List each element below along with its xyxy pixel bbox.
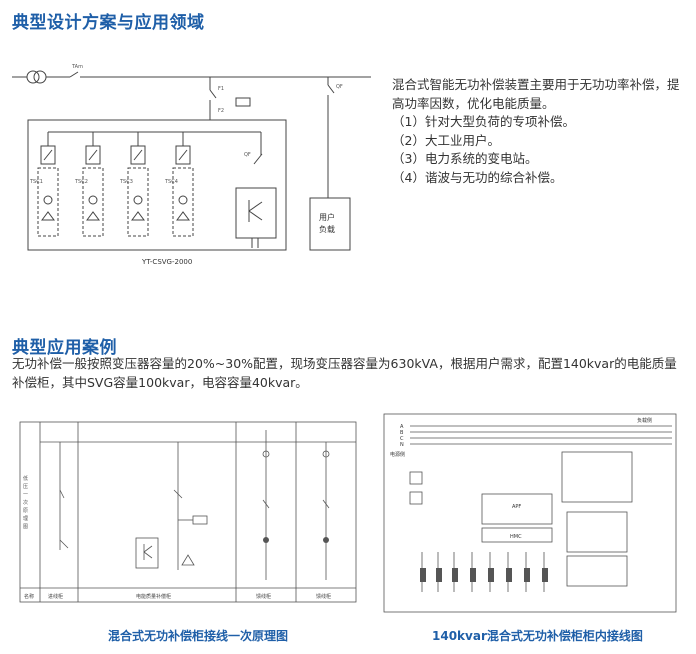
- phase-label-a: A: [400, 424, 404, 430]
- svg-text:F1: F1: [218, 86, 224, 92]
- application-item-4: （4）谐波与无功的综合补偿。: [392, 169, 563, 185]
- hmc-label: HMC: [510, 534, 522, 540]
- application-item-2: （2）大工业用户。: [392, 132, 500, 148]
- tsc-label-4: TSC4: [164, 179, 178, 185]
- svg-text:F2: F2: [218, 108, 224, 114]
- model-label: YT-CSVG-2000: [141, 258, 192, 266]
- caption-primary-schematic: 混合式无功补偿柜接线一次原理图: [108, 629, 289, 643]
- footer-cell-feeder-2: 馈线柜: [316, 593, 331, 600]
- phase-label-b: B: [400, 430, 404, 436]
- side-char-3: 一: [23, 492, 28, 498]
- side-char-6: 理: [23, 516, 28, 522]
- side-char-2: 压: [23, 484, 28, 490]
- load-label-line1: 用户: [319, 212, 335, 222]
- section-title-design: 典型设计方案与应用领域: [12, 13, 205, 33]
- side-char-4: 次: [23, 499, 28, 506]
- svg-text:TAm: TAm: [71, 64, 83, 70]
- intro-text: 混合式智能无功补偿装置主要用于无功功率补偿，提高功率因数，优化电能质量。: [392, 77, 680, 111]
- svg-text:QF: QF: [336, 84, 343, 90]
- footer-cell-feeder-1: 馈线柜: [256, 593, 271, 600]
- side-char-5: 原: [23, 508, 28, 514]
- tsc-label-3: TSC3: [119, 179, 133, 185]
- tsc-label-2: TSC2: [74, 179, 88, 185]
- svg-text:QF: QF: [244, 152, 251, 158]
- case-description: 无功补偿一般按照变压器容量的20%~30%配置，现场变压器容量为630kVA，根…: [12, 354, 682, 392]
- side-char-1: 低: [23, 475, 28, 482]
- wiring-diagram-ytcsvg: TAm F1 F2 QF QF TSC1 TSC2 TSC3 TSC4 用户 负…: [12, 64, 371, 266]
- application-description: 混合式智能无功补偿装置主要用于无功功率补偿，提高功率因数，优化电能质量。 （1）…: [392, 76, 682, 187]
- grid-side-label: 电源侧: [390, 451, 405, 458]
- application-item-1: （1）针对大型负荷的专项补偿。: [392, 114, 575, 129]
- side-char-7: 图: [23, 524, 28, 530]
- phase-label-c: C: [400, 436, 404, 442]
- load-label-line2: 负载: [319, 224, 335, 234]
- internal-wiring-diagram: A B C N 电源侧 负载侧 APF HMC: [383, 413, 677, 613]
- application-item-3: （3）电力系统的变电站。: [392, 151, 538, 166]
- footer-cell-name: 名称: [24, 593, 34, 600]
- case-paragraph: 无功补偿一般按照变压器容量的20%~30%配置，现场变压器容量为630kVA，根…: [12, 356, 677, 390]
- primary-schematic-diagram: 低 压 一 次 原 理 图 名称 进线柜 电能质量补偿柜 馈线柜 馈线柜: [19, 421, 357, 603]
- footer-cell-incoming: 进线柜: [48, 593, 63, 600]
- tsc-label-1: TSC1: [29, 179, 43, 185]
- load-side-label: 负载侧: [637, 417, 652, 424]
- footer-cell-compensation: 电能质量补偿柜: [136, 593, 171, 600]
- caption-internal-wiring: 140kvar混合式无功补偿柜柜内接线图: [432, 629, 643, 643]
- phase-label-n: N: [400, 442, 404, 448]
- apf-label: APF: [512, 504, 521, 510]
- section-title-case: 典型应用案例: [12, 338, 117, 358]
